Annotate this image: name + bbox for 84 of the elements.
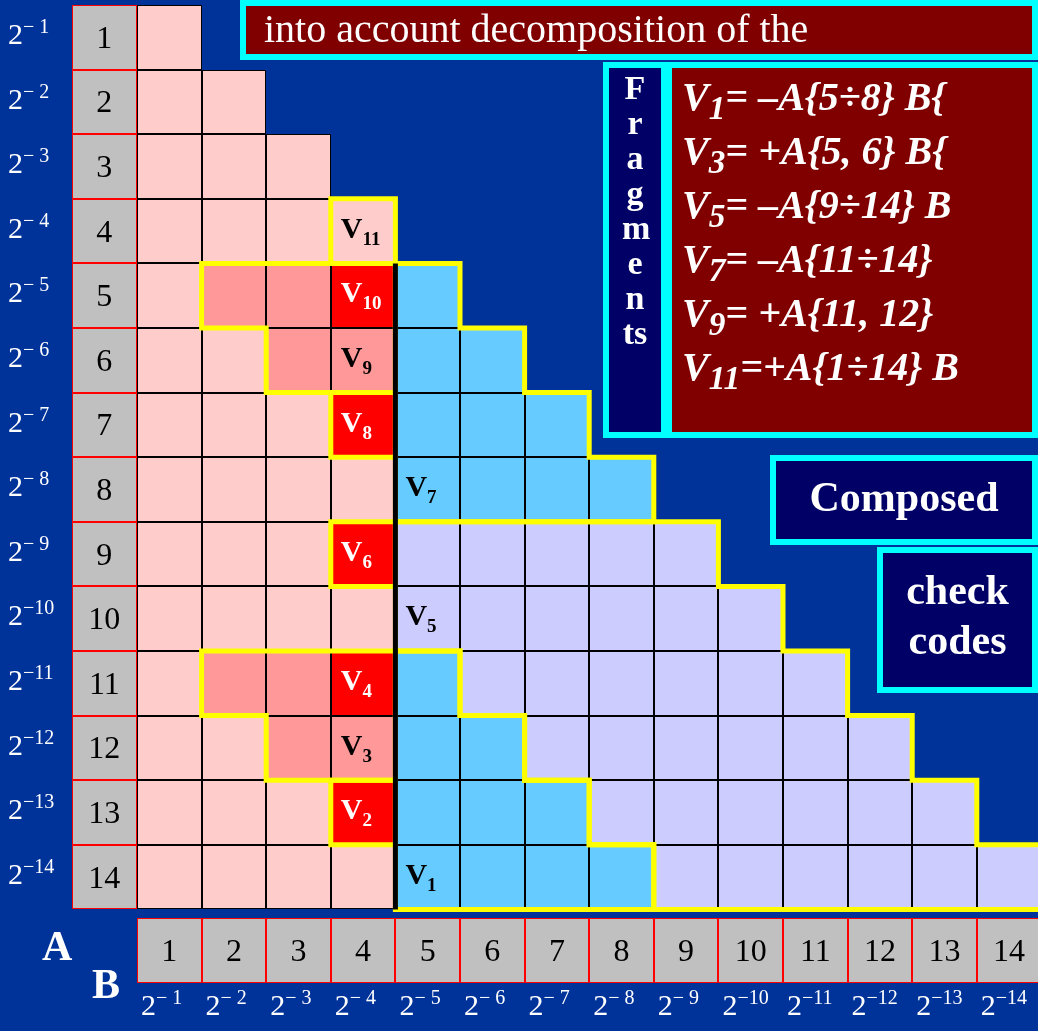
column-number: 2 bbox=[201, 918, 267, 983]
exponent-label: 2$^{−10}$ bbox=[722, 988, 769, 1022]
formula-text: V$_{3}$= +A{5, 6} B{ bbox=[681, 127, 947, 176]
row-number: 2 bbox=[72, 69, 137, 135]
axis-letter: A bbox=[42, 922, 73, 970]
fragment-label: V$_{1}$ bbox=[405, 856, 437, 896]
exponent-label: 2$^{− 7}$ bbox=[528, 988, 570, 1022]
row-number: 13 bbox=[72, 780, 137, 845]
row-number: 8 bbox=[72, 457, 137, 522]
formula-text: V$_{1}$= –A{5÷8} B{ bbox=[681, 73, 946, 122]
column-number: 11 bbox=[783, 918, 848, 983]
exponent-label: 2$^{− 2}$ bbox=[205, 988, 247, 1022]
axis-letter: B bbox=[92, 960, 120, 1008]
exponent-label: 2$^{−14}$ bbox=[8, 856, 55, 891]
exponent-label: 2$^{− 5}$ bbox=[399, 988, 441, 1022]
formula-text: V$_{11}$=+A{1÷14} B bbox=[681, 343, 959, 392]
exponent-label: 2$^{−11}$ bbox=[8, 663, 54, 697]
row-number: 5 bbox=[72, 263, 137, 328]
fragment-label: V$_{6}$ bbox=[340, 533, 372, 573]
exponent-label: 2$^{− 1}$ bbox=[141, 988, 183, 1022]
row-number: 1 bbox=[72, 5, 137, 70]
column-number: 10 bbox=[718, 918, 783, 983]
vertical-heading-box bbox=[603, 62, 667, 438]
exponent-label: 2$^{− 9}$ bbox=[8, 533, 50, 568]
exponent-label: 2$^{− 7}$ bbox=[8, 404, 50, 439]
row-number: 14 bbox=[72, 844, 137, 910]
heading-box bbox=[877, 547, 1038, 693]
formula-text: V$_{7}$= –A{11÷14} bbox=[681, 235, 933, 284]
column-number: 3 bbox=[266, 918, 331, 983]
exponent-label: 2$^{− 9}$ bbox=[657, 988, 700, 1022]
formula-text: V$_{5}$= –A{9÷14} B bbox=[681, 181, 952, 230]
exponent-label: 2$^{−12}$ bbox=[851, 988, 898, 1022]
column-number: 13 bbox=[912, 918, 977, 983]
column-number: 5 bbox=[395, 918, 460, 983]
fragment-label: V$_{2}$ bbox=[340, 792, 372, 832]
exponent-label: 2$^{−10}$ bbox=[8, 598, 55, 633]
column-number: 7 bbox=[524, 918, 590, 983]
exponent-label: 2$^{− 1}$ bbox=[8, 17, 50, 51]
row-number: 6 bbox=[72, 328, 137, 393]
formula-text: V$_{9}$= +A{11, 12} bbox=[681, 289, 934, 338]
column-number: 12 bbox=[847, 918, 913, 983]
exponent-label: 2$^{−14}$ bbox=[980, 988, 1028, 1022]
fragment-label: V$_{4}$ bbox=[340, 663, 372, 702]
exponent-label: 2$^{−11}$ bbox=[787, 988, 833, 1022]
fragment-label: V$_{3}$ bbox=[340, 727, 372, 767]
fragment-label: V$_{7}$ bbox=[405, 469, 437, 509]
exponent-label: 2$^{− 3}$ bbox=[8, 146, 50, 181]
exponent-label: 2$^{−13}$ bbox=[916, 988, 963, 1022]
column-number: 1 bbox=[137, 918, 202, 983]
exponent-label: 2$^{− 2}$ bbox=[8, 81, 50, 116]
banner bbox=[240, 0, 1038, 60]
fragment-label: V$_{5}$ bbox=[405, 598, 437, 638]
heading-text: Fragments bbox=[622, 70, 648, 350]
column-number: 4 bbox=[330, 918, 396, 983]
exponent-label: 2$^{− 4}$ bbox=[334, 988, 377, 1022]
heading-text: Composed bbox=[808, 473, 1000, 521]
row-number: 4 bbox=[72, 198, 137, 264]
fragment-label: V$_{10}$ bbox=[340, 275, 382, 315]
column-number: 9 bbox=[653, 918, 719, 983]
exponent-label: 2$^{− 8}$ bbox=[8, 469, 50, 504]
column-number: 14 bbox=[976, 918, 1038, 983]
heading-text: check codes bbox=[905, 566, 1010, 665]
exponent-label: 2$^{− 5}$ bbox=[8, 275, 50, 310]
banner-text: into account decomposition of the bbox=[263, 6, 810, 52]
fragment-label: V$_{8}$ bbox=[340, 404, 372, 444]
column-number: 6 bbox=[460, 918, 525, 983]
column-number: 8 bbox=[589, 918, 654, 983]
row-number: 12 bbox=[72, 715, 137, 781]
formula-panel bbox=[666, 62, 1038, 438]
row-number: 9 bbox=[72, 521, 137, 587]
exponent-label: 2$^{− 8}$ bbox=[593, 988, 635, 1022]
exponent-label: 2$^{− 3}$ bbox=[270, 988, 312, 1022]
row-number: 11 bbox=[72, 651, 137, 716]
fragment-label: V$_{9}$ bbox=[340, 340, 372, 379]
exponent-label: 2$^{−13}$ bbox=[8, 792, 55, 827]
row-number: 3 bbox=[72, 134, 137, 199]
row-number: 7 bbox=[72, 392, 137, 458]
row-number: 10 bbox=[72, 586, 137, 651]
exponent-label: 2$^{− 6}$ bbox=[464, 988, 506, 1022]
exponent-label: 2$^{−12}$ bbox=[8, 727, 55, 762]
exponent-label: 2$^{− 4}$ bbox=[8, 210, 50, 245]
exponent-label: 2$^{− 6}$ bbox=[8, 340, 50, 374]
fragment-label: V$_{11}$ bbox=[340, 210, 381, 250]
heading-box bbox=[770, 455, 1038, 545]
